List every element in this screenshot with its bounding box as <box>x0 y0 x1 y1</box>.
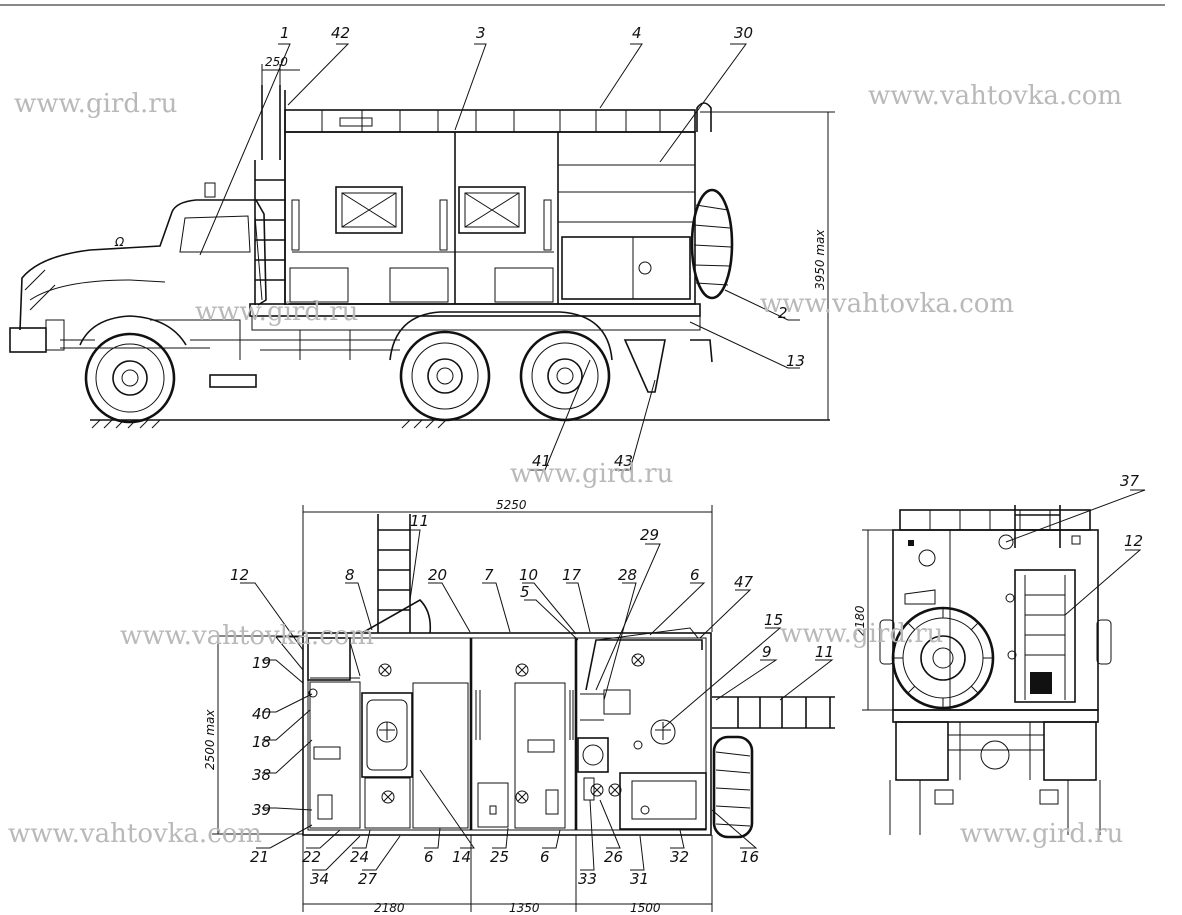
callout-25: 25 <box>490 848 509 866</box>
dim-1350: 1350 <box>509 901 540 915</box>
watermark-vahtovka-1: www.vahtovka.com <box>868 81 1122 111</box>
watermark-gird-5: www.gird.ru <box>960 819 1123 849</box>
dim-1500: 1500 <box>630 901 661 915</box>
callout-16: 16 <box>740 848 759 866</box>
plan-view <box>212 505 835 912</box>
callout-6c: 6 <box>540 848 550 866</box>
callout-26: 26 <box>604 848 623 866</box>
dim-3950: 3950 max <box>813 229 827 290</box>
callout-18: 18 <box>252 733 271 751</box>
dim-5250: 5250 <box>496 498 527 512</box>
callout-28: 28 <box>618 566 637 584</box>
callout-1: 1 <box>280 24 290 42</box>
callout-40: 40 <box>252 705 271 723</box>
callout-38: 38 <box>252 766 271 784</box>
callout-24: 24 <box>350 848 369 866</box>
watermark-gird-3: www.gird.ru <box>510 459 673 489</box>
dim-2180-rear: 2180 <box>853 605 867 636</box>
svg-text:Ω: Ω <box>114 235 125 249</box>
callout-31: 31 <box>630 870 649 888</box>
callout-30: 30 <box>734 24 753 42</box>
callout-15: 15 <box>764 611 783 629</box>
callout-29: 29 <box>640 526 659 544</box>
callout-21: 21 <box>250 848 269 866</box>
callout-17: 17 <box>562 566 582 584</box>
callout-8: 8 <box>345 566 355 584</box>
watermark-vahtovka-3: www.vahtovka.com <box>120 621 374 651</box>
callout-12b: 12 <box>1124 532 1143 550</box>
watermark-vahtovka-2: www.vahtovka.com <box>760 289 1014 319</box>
watermark-gird-1: www.gird.ru <box>14 89 177 119</box>
callout-4: 4 <box>632 24 642 42</box>
watermark-gird-4: www.gird.ru <box>780 619 943 649</box>
callout-19: 19 <box>252 654 271 672</box>
callout-10: 10 <box>519 566 538 584</box>
callout-42: 42 <box>331 24 350 42</box>
watermark-vahtovka-4: www.vahtovka.com <box>8 819 262 849</box>
callout-5: 5 <box>520 583 530 601</box>
rear-view <box>862 489 1146 835</box>
callout-39: 39 <box>252 801 271 819</box>
watermark-gird-2: www.gird.ru <box>195 297 358 327</box>
callout-12: 12 <box>230 566 249 584</box>
callout-37: 37 <box>1120 472 1140 490</box>
callout-34: 34 <box>310 870 329 888</box>
callout-9: 9 <box>762 643 772 661</box>
callout-33: 33 <box>578 870 597 888</box>
callout-6: 6 <box>690 566 700 584</box>
callout-11: 11 <box>410 512 429 530</box>
dim-2500: 2500 max <box>203 709 217 770</box>
callout-13: 13 <box>786 352 805 370</box>
callout-22: 22 <box>302 848 321 866</box>
dim-2180: 2180 <box>374 901 405 915</box>
callout-27: 27 <box>358 870 378 888</box>
callout-14: 14 <box>452 848 471 866</box>
callout-43: 43 <box>614 452 633 470</box>
callout-47: 47 <box>734 573 754 591</box>
callout-3: 3 <box>476 24 486 42</box>
callout-41: 41 <box>532 452 551 470</box>
callout-20: 20 <box>428 566 447 584</box>
callout-32: 32 <box>670 848 689 866</box>
side-view: Ω <box>9 43 835 471</box>
callout-11b: 11 <box>815 643 834 661</box>
callout-7: 7 <box>484 566 494 584</box>
callout-6b: 6 <box>424 848 434 866</box>
dim-250: 250 <box>265 55 288 69</box>
callout-2: 2 <box>778 304 788 322</box>
